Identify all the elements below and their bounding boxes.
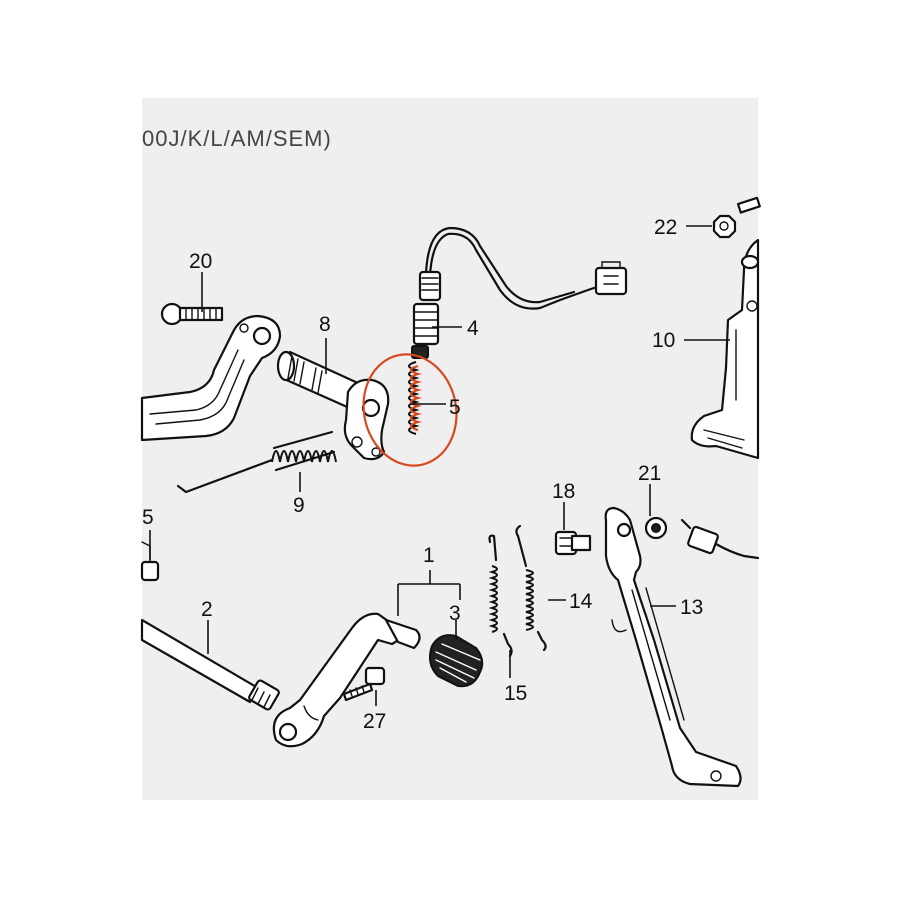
- leader-lines: [149, 225, 730, 706]
- label-part-3: 3: [449, 602, 461, 625]
- label-part-8: 8: [319, 313, 331, 336]
- side-stand-13: [604, 506, 742, 788]
- brake-pedal: [140, 314, 282, 442]
- label-part-5-left: 5: [142, 506, 154, 529]
- highlight-ellipse: [362, 353, 458, 467]
- label-part-1: 1: [423, 544, 435, 567]
- label-part-4: 4: [467, 317, 479, 340]
- label-part-21: 21: [638, 462, 661, 485]
- label-part-10: 10: [652, 329, 675, 352]
- label-part-27: 27: [363, 710, 386, 733]
- nut-22: [712, 196, 761, 239]
- label-part-15: 15: [504, 682, 527, 705]
- nut-21: [644, 516, 668, 540]
- return-spring-14: [515, 524, 547, 652]
- gearshift-pedal-1: [272, 612, 421, 748]
- label-part-22: 22: [654, 216, 677, 239]
- switch-spring-5: [362, 353, 458, 467]
- pedal-rubber-3: [429, 634, 484, 688]
- spring-9: [176, 430, 337, 494]
- pivot-shaft-8: [276, 350, 362, 412]
- bolt-5-left: [140, 541, 160, 582]
- side-stand-switch: [680, 518, 760, 560]
- group-bracket-1: [397, 570, 461, 616]
- label-part-2: 2: [201, 598, 213, 621]
- label-part-20: 20: [189, 250, 212, 273]
- brake-light-switch-4: [411, 226, 628, 359]
- model-code-header: 00J/K/L/AM/SEM): [142, 126, 332, 151]
- bolt-27: [342, 666, 386, 702]
- shift-shaft-2: [140, 618, 280, 711]
- bolt-20: [160, 302, 224, 326]
- main-stand-10: [690, 238, 760, 460]
- label-part-18: 18: [552, 480, 575, 503]
- label-part-5: 5: [449, 396, 461, 419]
- pivot-bolt-18: [554, 530, 592, 556]
- label-part-14: 14: [569, 590, 593, 613]
- label-part-13: 13: [680, 596, 703, 619]
- pedal-arm-bracket: [343, 378, 390, 461]
- label-part-9: 9: [293, 494, 305, 517]
